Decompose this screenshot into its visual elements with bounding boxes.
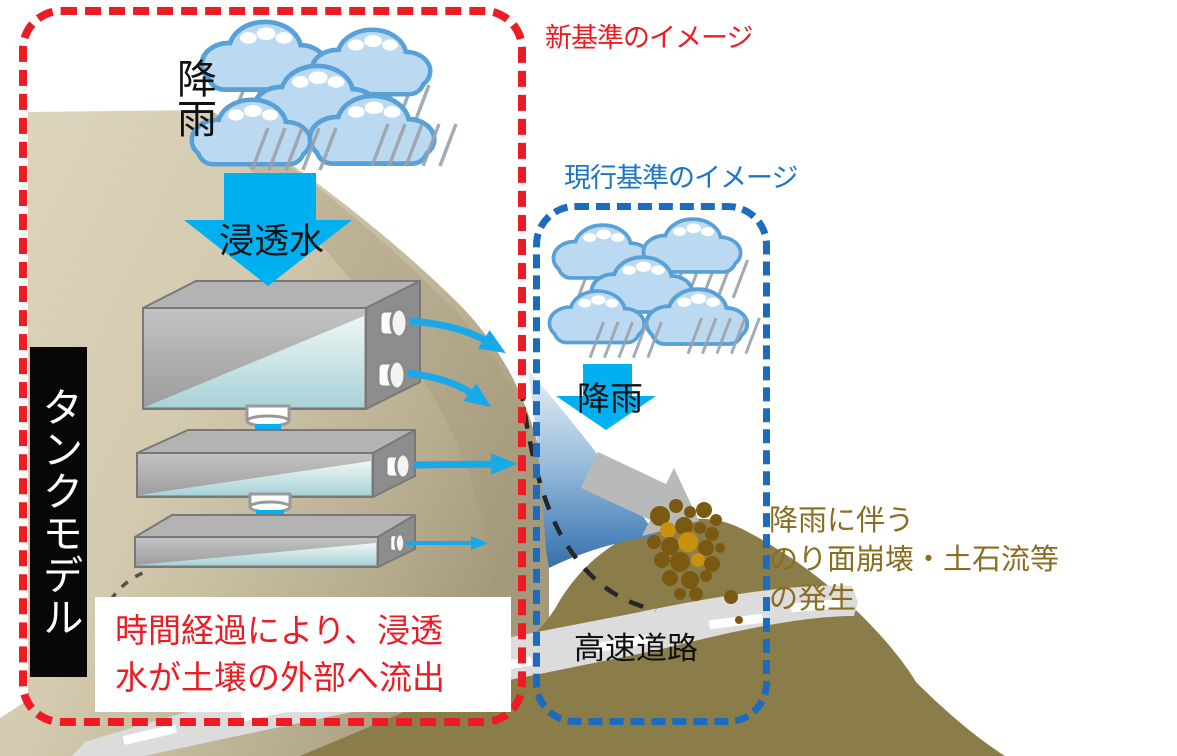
slip-surface-line (518, 385, 657, 613)
hazard-text: 降雨に伴う のり面崩壊・土石流等 の発生 (769, 502, 1059, 619)
tank-3-outlet (388, 532, 406, 554)
hazard-line-1: 降雨に伴う (769, 505, 915, 537)
tank-model-label: タンクモデル (36, 386, 82, 638)
infiltration-arrow (184, 173, 352, 286)
tank-1-outlet-upper (378, 307, 409, 339)
hazard-line-3: の発生 (769, 583, 857, 615)
tank-model-banner: タンクモデル (30, 347, 87, 677)
infiltration-label: 浸透水 (219, 222, 325, 261)
new-standard-title: 新基準のイメージ (545, 23, 753, 53)
debris-flow (647, 499, 743, 624)
outflow-caption-box: 時間経過により、浸透 水が土壌の外部へ流出 (95, 597, 511, 712)
current-standard-title: 現行基準のイメージ (564, 163, 798, 193)
tank-model (134, 280, 517, 568)
rainfall-label-left: 降雨 (171, 58, 215, 138)
rainfall-label-right: 降雨 (577, 380, 643, 417)
tank-2-outlet (384, 452, 412, 480)
rainfall-arrow-right (556, 364, 656, 430)
hazard-line-2: のり面崩壊・土石流等 (769, 544, 1060, 576)
new-standard-frame (19, 7, 526, 726)
highway-label: 高速道路 (574, 631, 698, 666)
tank-3 (134, 514, 488, 568)
tank-2 (136, 429, 517, 498)
outflow-arrow-3 (412, 453, 517, 476)
current-standard-frame (533, 203, 770, 725)
outflow-caption-line-2: 水が土壌の外部へ流出 (115, 659, 445, 696)
outflow-caption-line-1: 時間経過により、浸透 (115, 612, 444, 649)
tank-1-outlet-lower (376, 359, 407, 391)
outflow-arrow-2 (407, 369, 492, 408)
tank-1 (142, 280, 506, 410)
outflow-arrow-1 (409, 317, 506, 354)
